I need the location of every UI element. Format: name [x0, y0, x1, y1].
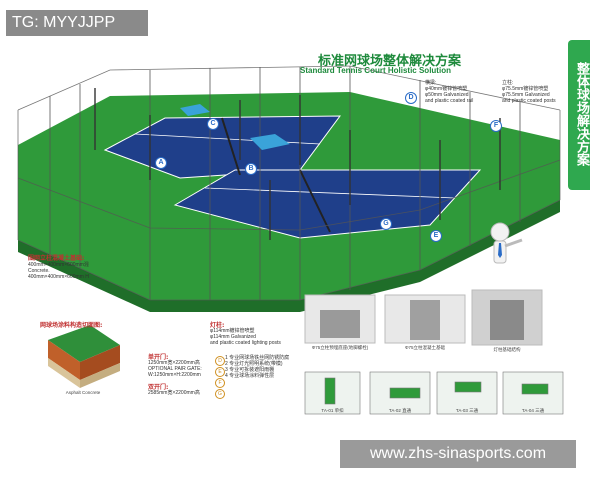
title-chinese: 标准网球场整体解决方案 — [318, 54, 462, 69]
note-marker-d: D — [215, 356, 225, 366]
annotation-double-gate-title: 双开门: — [148, 384, 169, 391]
note-marker-e: E — [215, 367, 225, 377]
annotation-post: 立柱: φ75.5mm镀锌管喷塑 φ75.5mm Galvanized and … — [502, 80, 556, 104]
marker-c: C — [207, 118, 219, 130]
annotation-light-title: 灯柱: — [210, 322, 225, 329]
net-2 — [299, 169, 331, 233]
detail-caption-2: Φ75立柱混凝土基础 — [404, 345, 446, 350]
annotation-double-gate: 2585mm宽×2200mm高 — [148, 390, 200, 396]
annotation-foundation: 400mm×400mm×600mm混 Concrete. 400mm×400mm… — [28, 262, 89, 280]
layer-label: Asphalt Concrete — [65, 390, 101, 395]
shelter-canopy — [250, 134, 290, 150]
marker-b: B — [245, 163, 257, 175]
note-marker-g: G — [215, 389, 225, 399]
annotation-material-title: 网球场涂料构造切面图: — [40, 322, 103, 329]
foundation-details — [304, 289, 543, 346]
marker-e: E — [430, 230, 442, 242]
detail-caption-1: Φ75立柱预埋底座(地脚螺栓) — [311, 345, 369, 350]
marker-a: A — [155, 157, 167, 169]
net-1 — [221, 117, 241, 176]
fitting-caption-2: TA-02 直通 — [388, 408, 412, 413]
marker-g: G — [380, 218, 392, 230]
side-tab-text: 整体球场解决方案 — [574, 62, 589, 166]
annotation-notes: 1 专业网球场铁丝网防锈防腐 2 专业灯光照明系统(带模) 3 专业可拆装遮阳雨… — [225, 355, 290, 379]
title-english: Standard Tennis Court Holistic Solution — [300, 66, 451, 75]
detail-caption-3: 灯柱基础结构 — [493, 347, 521, 352]
annotation-single-gate-title: 单开门: — [148, 354, 169, 361]
fitting-caption-3: TA-03 三通 — [455, 408, 479, 413]
marker-f: F — [490, 120, 502, 132]
tag-label: TG: MYYJJPP — [6, 10, 148, 36]
fitting-caption-4: TA-04 三通 — [521, 408, 545, 413]
marker-d: D — [405, 92, 417, 104]
side-tab — [568, 40, 590, 190]
material-layer-sample — [48, 325, 120, 388]
shelter-canopy-2 — [180, 104, 210, 116]
person-figure — [490, 222, 523, 264]
pipe-fittings — [304, 371, 564, 415]
fitting-caption-1: TA-01 单扣 — [321, 408, 344, 413]
watermark-url: www.zhs-sinasports.com — [340, 440, 576, 468]
court-ground-edge — [18, 200, 560, 312]
light-poles — [94, 88, 501, 240]
annotation-foundation-title: 围网立柱混凝土基础: — [28, 255, 85, 262]
annotation-single-gate: 1250mm宽×2200mm高 OPTIONAL PAIR GATE: W:12… — [148, 360, 202, 378]
note-marker-f: F — [215, 378, 225, 388]
annotation-rail: 横梁: φ40mm镀锌管喷塑 φ50mm Galvanized and plas… — [425, 80, 474, 104]
annotation-light: φ114mm镀锌管喷塑 φ114mm Galvanized and plasti… — [210, 328, 281, 346]
